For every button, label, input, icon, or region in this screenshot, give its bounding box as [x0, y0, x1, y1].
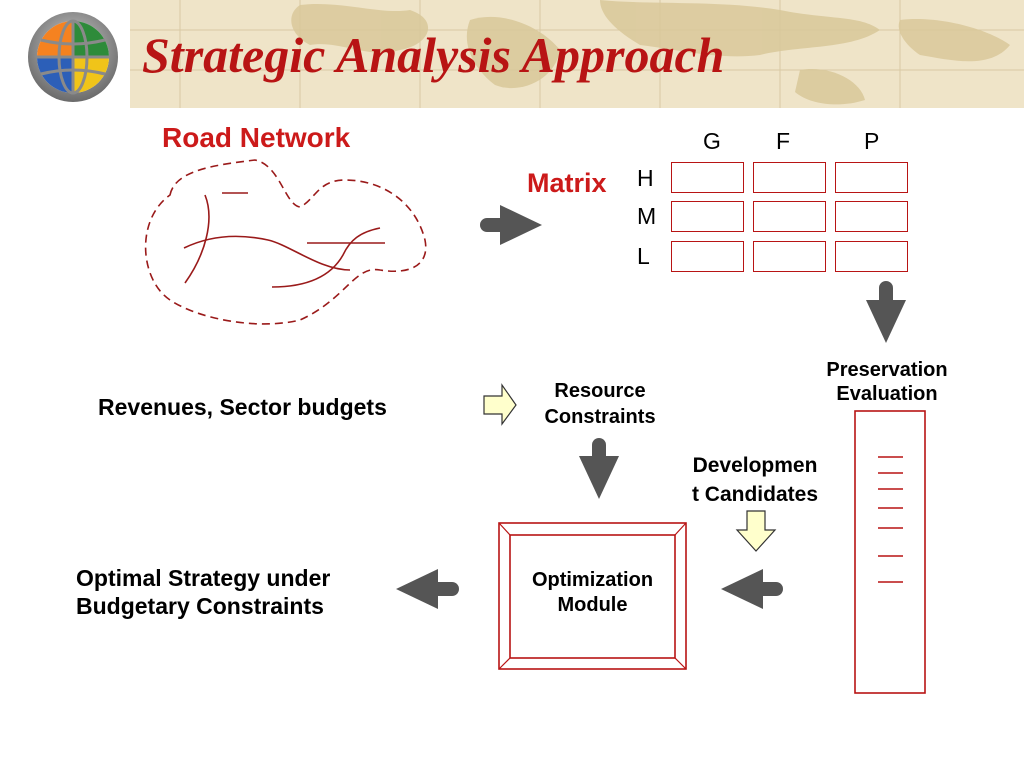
matrix-row-h: H: [637, 165, 654, 191]
road-lines: [183, 192, 385, 288]
block-arrow-icon: [721, 569, 783, 609]
matrix-cell: [835, 241, 908, 272]
matrix-column-p: P: [864, 128, 880, 154]
matrix-cell: [671, 201, 744, 232]
block-arrow-icon: [735, 510, 777, 552]
matrix-cell: [671, 162, 744, 193]
block-arrow-icon: [396, 569, 459, 609]
block-arrow-icon: [579, 438, 619, 499]
resource-constraints-label: Resource Constraints: [544, 380, 656, 428]
matrix-label: Matrix: [527, 168, 607, 198]
road-network-boundary: [144, 159, 427, 325]
page-title: Strategic Analysis Approach: [142, 27, 725, 83]
matrix-cell: [753, 241, 826, 272]
matrix-cell: [671, 241, 744, 272]
header-band: Strategic Analysis Approach: [0, 0, 1024, 108]
optimization-module-label: Optimization Module: [531, 569, 654, 616]
optimal-strategy-label: Optimal Strategy under Budgetary Constra…: [76, 565, 331, 619]
revenues-sector-budgets-label: Revenues, Sector budgets: [98, 394, 387, 420]
matrix-cell: [753, 162, 826, 193]
logo-panel: [0, 0, 130, 108]
matrix-row-m: M: [637, 203, 657, 229]
globe-logo-icon: [28, 12, 118, 102]
matrix-cell: [753, 201, 826, 232]
matrix-cell: [835, 201, 908, 232]
world-map-background: [130, 0, 1024, 108]
block-arrow-icon: [480, 205, 542, 245]
block-arrow-icon: [866, 281, 906, 343]
matrix-column-g: G: [703, 128, 721, 154]
development-candidates-label: Developmen t Candidates: [691, 454, 819, 506]
matrix-row-l: L: [637, 243, 650, 269]
matrix-cell: [835, 162, 908, 193]
preservation-evaluation-label: Preservation Evaluation: [826, 359, 948, 405]
block-arrow-icon: [483, 383, 517, 426]
matrix-column-f: F: [776, 128, 791, 154]
road-network-label: Road Network: [162, 122, 351, 153]
